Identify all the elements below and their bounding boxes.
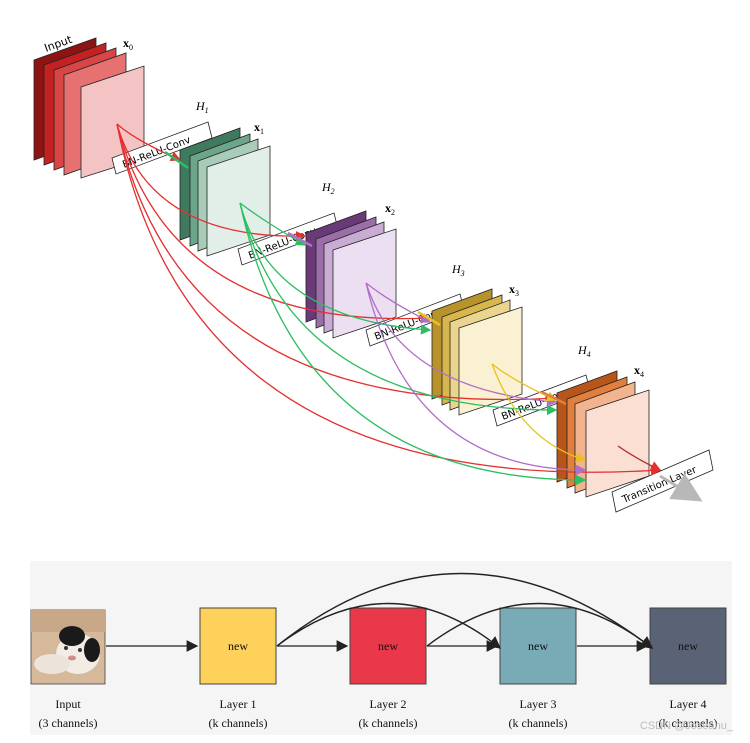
skip-arrows [276,572,654,649]
feature-map-stack-x0 [33,37,145,179]
layer-h3-name: H [451,262,462,276]
layer-h2-name: H [321,180,332,194]
dense-block: Input x0 BN-ReLU-Conv H1 x1 BN-ReLU-Conv… [33,33,714,513]
svg-text:H3: H3 [451,262,465,278]
node-1-title: Layer 1 [220,697,257,711]
svg-text:H2: H2 [321,180,335,196]
feature-map-stack-x4 [556,370,650,498]
svg-text:x2: x2 [385,201,395,217]
node-0-subtitle: (3 channels) [39,716,98,730]
feature-map-stack-x1 [179,127,271,257]
layer-h1-name: H [195,99,206,113]
node-3-title: Layer 3 [520,697,557,711]
layer-1-box-text: new [228,639,248,653]
feature-label-x3: x [509,282,515,296]
svg-text:x0: x0 [123,36,133,52]
feature-map-stack-x3 [431,288,523,416]
layer-h1-sub: 1 [205,106,209,115]
svg-text:x4: x4 [634,363,644,379]
feature-label-x4: x [634,363,640,377]
feature-map-stack-x2 [305,210,397,339]
layer-4-box [649,607,727,685]
layer-4-box-text: new [678,639,698,653]
bottom-flow: new new new new Input (3 channels) Layer… [30,561,732,735]
dense-connections [116,123,662,486]
svg-text:x1: x1 [254,120,264,136]
layer-2-box [349,607,427,685]
feature-label-x0: x0 [123,36,133,52]
feature-label-x1: x [254,120,260,134]
node-0-title: Input [55,697,81,711]
layer-2-box-text: new [378,639,398,653]
layer-h4-name: H [577,343,588,357]
watermark: CSDN @Joseanu_ [640,720,734,732]
node-1-subtitle: (k channels) [209,716,268,730]
svg-text:H4: H4 [577,343,591,359]
node-2-title: Layer 2 [370,697,407,711]
feature-label-x2: x [385,201,391,215]
layer-3-box-text: new [528,639,548,653]
node-2-subtitle: (k channels) [359,716,418,730]
node-4-subtitle: (k channels) [659,716,718,730]
node-3-subtitle: (k channels) [509,716,568,730]
svg-text:x3: x3 [509,282,519,298]
input-image [30,609,106,685]
layer-1-box [199,607,277,685]
layer-h2-sub: 2 [331,187,335,196]
svg-text:H1: H1 [195,99,209,115]
layer-h4-sub: 4 [587,350,591,359]
node-4-title: Layer 4 [670,697,707,711]
layer-h3-sub: 3 [460,269,465,278]
